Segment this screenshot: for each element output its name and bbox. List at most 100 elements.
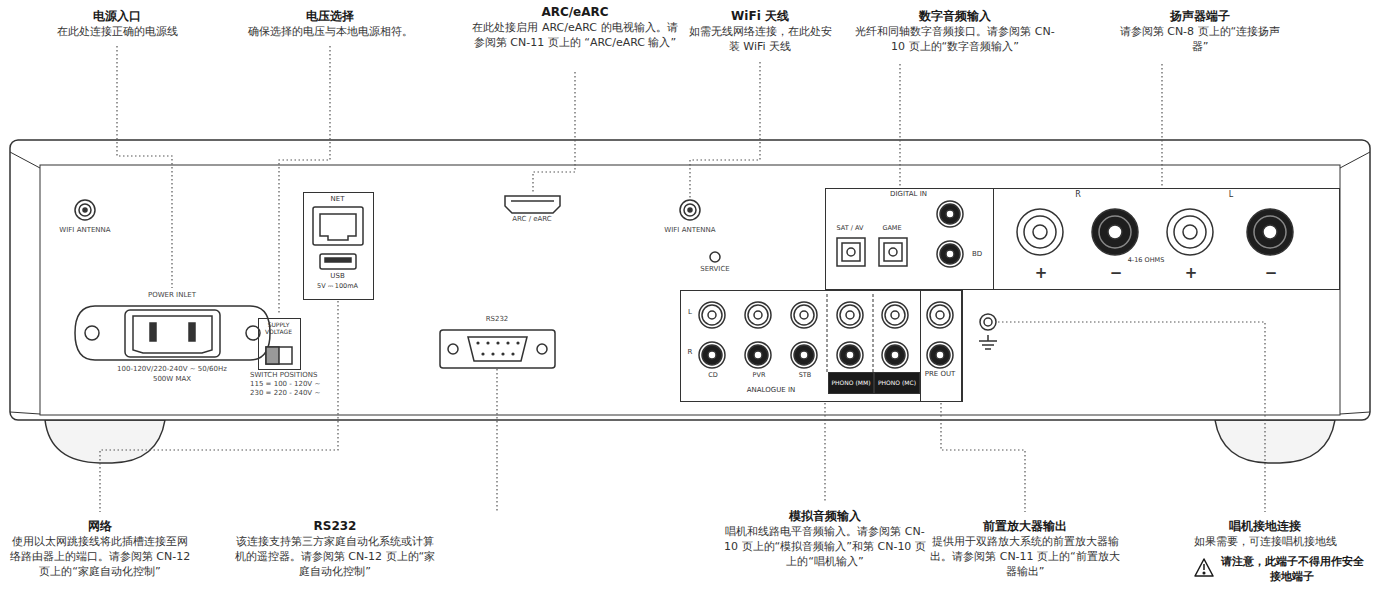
jack-group [476, 201, 1293, 368]
panel-marking: L [685, 309, 695, 317]
panel-marking: BD [967, 251, 987, 259]
port-group-box: PRE OUT [920, 290, 963, 402]
input-label-box: PHONO (MC) [874, 372, 920, 394]
callout-text: 使用以太网跳接线将此插槽连接至网络路由器上的端口。请参阅第 CN-12 页上的“… [8, 535, 193, 580]
panel-marking: 500W MAX [122, 376, 222, 384]
callout-heading: 唱机接地连接 [1165, 518, 1365, 534]
callout-text: 光纤和同轴数字音频接口。请参阅第 CN-10 页上的“数字音频输入” [850, 25, 1060, 55]
voltage-switch [266, 347, 292, 364]
ethernet-port [313, 207, 363, 245]
callout-text: 确保选择的电压与本地电源相符。 [230, 25, 430, 40]
pin [516, 341, 519, 344]
speaker-terminal [1092, 209, 1138, 255]
foot [1215, 420, 1335, 463]
pin [496, 341, 499, 344]
rca-jack [937, 201, 963, 227]
rca-jack [927, 302, 953, 328]
leader-line [279, 46, 330, 315]
panel-marking: USB [304, 273, 371, 281]
rear-face [40, 165, 1340, 415]
callout-text: 在此处连接正确的电源线 [27, 25, 207, 40]
panel-marking: PVR [747, 372, 771, 379]
rca-jack [791, 342, 817, 368]
group-divider [827, 294, 873, 372]
leader-lines [100, 46, 1265, 512]
leader-line [690, 62, 760, 198]
panel-marking: + [1181, 265, 1201, 282]
callout-text: 在此处接启用 ARC/eARC 的电视输入。请参阅第 CN-11 页上的 “AR… [468, 21, 683, 51]
optical-port [879, 238, 907, 266]
rca-jack [927, 342, 953, 368]
panel-marking: SAT / AV [832, 225, 868, 232]
panel-marking: WIFI ANTENNA [650, 227, 730, 235]
switch-box: SUPPLY VOLTAGE [258, 318, 301, 370]
callout-heading: 前置放大器输出 [928, 518, 1123, 534]
callout-text: 如果需要，可连接唱机接地线 [1165, 535, 1365, 550]
terminal-group-box: RL4-16 OHMS+−+− [993, 188, 1340, 290]
usb-port [320, 254, 356, 269]
panel-marking: POWER INLET [122, 292, 222, 300]
leader-line [998, 322, 1265, 512]
rca-jack [699, 302, 725, 328]
service-button [710, 252, 720, 262]
callout-text: 如需无线网络连接，在此处安装 WiFi 天线 [685, 25, 835, 55]
speaker-terminal [1167, 209, 1213, 255]
callout-heading: RS232 [233, 518, 438, 534]
panel-marking: ANALOGUE IN [721, 387, 821, 395]
pin [476, 341, 479, 344]
rca-jack [745, 302, 771, 328]
rca-jack [937, 241, 963, 267]
callout-text: 提供用于双路放大系统的前置放大器输出。请参阅第 CN-11 页上的“前置放大器输… [928, 535, 1123, 580]
warning-icon [1195, 559, 1213, 576]
panel-marking: DIGITAL IN [826, 191, 991, 199]
callout-heading: 模拟音频输入 [723, 508, 928, 524]
callout-heading: WiFi 天线 [685, 8, 835, 24]
pin [491, 352, 494, 355]
input-label-box: PHONO (MM) [828, 372, 874, 394]
leader-line [1161, 64, 1162, 186]
panel-marking: + [1031, 265, 1051, 282]
panel-marking: PRE OUT [921, 371, 960, 379]
hdmi-port [505, 196, 560, 213]
port-group-box: LRCDPVRSTBANALOGUE INPHONO (MM)PHONO (MC… [680, 290, 962, 402]
port-group-box: DIGITAL IN SAT / AV GAME BD [825, 188, 994, 290]
callout-heading: 电压选择 [230, 8, 430, 24]
pin [501, 352, 504, 355]
speaker-terminal [1017, 209, 1063, 255]
pin [511, 352, 514, 355]
pin [486, 341, 489, 344]
panel-marking: SWITCH POSITIONS [250, 372, 360, 380]
panel-marking: 115 = 100 - 120V ~ [250, 381, 360, 389]
panel-marking: GAME [874, 225, 910, 232]
rs232-connector [440, 330, 555, 368]
power-inlet [75, 306, 270, 360]
panel-marking: CD [701, 372, 725, 379]
panel-marking: L [1211, 191, 1251, 200]
rca-jack [837, 342, 863, 368]
leader-line [117, 46, 172, 288]
panel-marking: R [1058, 191, 1098, 200]
speaker-terminal [1247, 209, 1293, 255]
panel-marking: RS232 [467, 316, 527, 324]
rca-jack [791, 302, 817, 328]
panel-marking: PHONO (MM) [830, 380, 872, 387]
panel-marking: 230 = 220 - 240V ~ [250, 390, 360, 398]
pin [506, 341, 509, 344]
rca-jack [882, 342, 908, 368]
hdmi-port [511, 200, 554, 202]
callout-heading: 网络 [8, 518, 193, 534]
panel-marking: 5V ⎓ 100mA [304, 283, 371, 290]
chassis [10, 140, 1370, 420]
panel-marking: WIFI ANTENNA [45, 227, 125, 235]
leader-line [533, 72, 575, 193]
panel-marking: STB [793, 372, 817, 379]
pin [481, 352, 484, 355]
leader-line [941, 403, 1025, 512]
rca-jack [837, 302, 863, 328]
panel-marking: SERVICE [690, 266, 740, 274]
panel-marking: ARC / eARC [502, 216, 562, 224]
panel-marking: − [1261, 265, 1281, 282]
leader-line [899, 64, 900, 186]
chassis-edge [10, 152, 1370, 414]
